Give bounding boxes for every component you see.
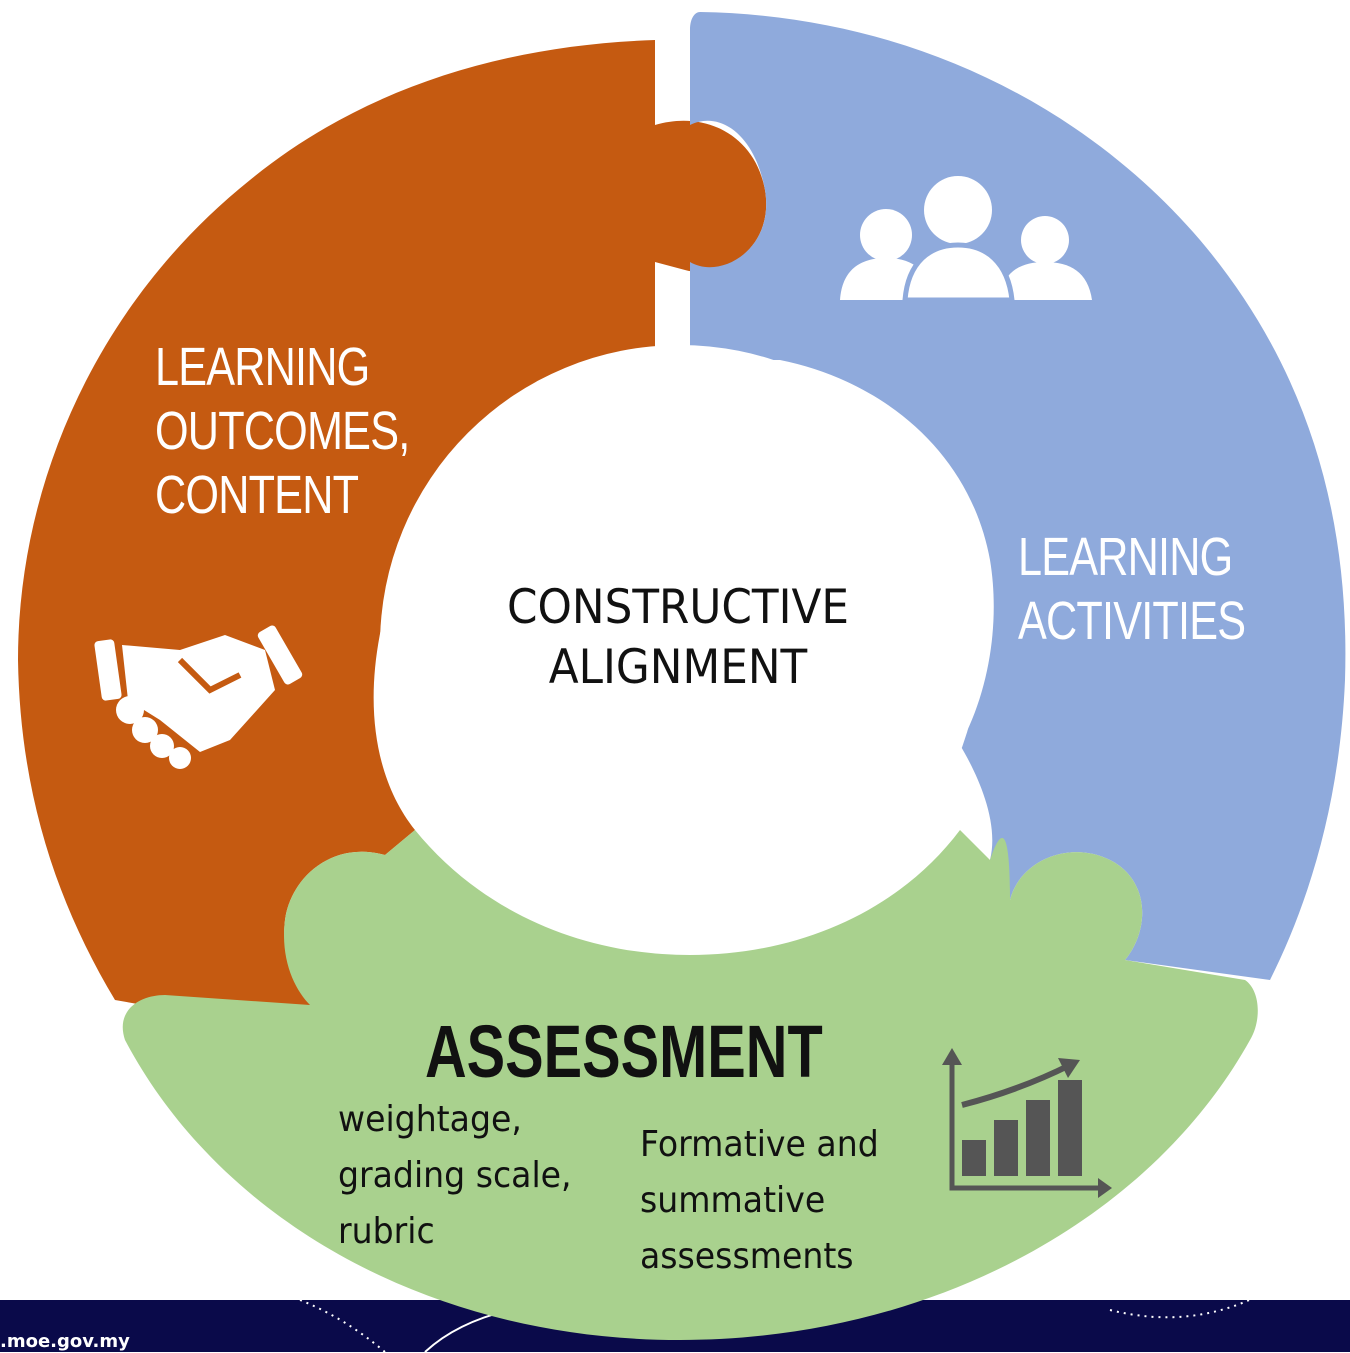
assessment-detail-line: Formative and — [640, 1124, 879, 1165]
assessment-detail-line: rubric — [338, 1211, 435, 1252]
assessment-detail-line: assessments — [640, 1236, 854, 1277]
assessment-segment — [122, 830, 1258, 1340]
footer-url[interactable]: .moe.gov.my — [0, 1331, 130, 1352]
learning-activities-label: LEARNING ACTIVITIES — [1018, 525, 1246, 653]
learning-activities-segment — [690, 12, 1346, 980]
learning-outcomes-line: LEARNING — [155, 337, 370, 397]
center-line: CONSTRUCTIVE — [506, 580, 850, 635]
learning-outcomes-line: CONTENT — [155, 465, 359, 525]
assessment-detail-line: weightage, — [338, 1099, 522, 1140]
center-circle — [380, 345, 980, 945]
footer-decoration-dots — [1109, 1294, 1261, 1319]
assessment-detail-line: summative — [640, 1180, 826, 1221]
assessment-details-left: weightage, grading scale, rubric — [338, 1092, 572, 1260]
center-line: ALIGNMENT — [548, 640, 808, 695]
handshake-icon — [94, 625, 303, 769]
footer-decoration — [299, 1299, 386, 1352]
center-label: CONSTRUCTIVE ALIGNMENT — [436, 578, 920, 698]
people-icon — [840, 176, 1092, 303]
learning-outcomes-line: OUTCOMES, — [155, 401, 410, 461]
learning-outcomes-segment — [18, 40, 767, 1030]
assessment-title: ASSESSMENT — [425, 1010, 823, 1093]
learning-activities-line: ACTIVITIES — [1018, 591, 1246, 651]
assessment-details-right: Formative and summative assessments — [640, 1117, 879, 1285]
assessment-detail-line: grading scale, — [338, 1155, 572, 1196]
learning-activities-line: LEARNING — [1018, 527, 1233, 587]
bar-chart-icon — [942, 1048, 1112, 1198]
learning-outcomes-label: LEARNING OUTCOMES, CONTENT — [155, 335, 410, 527]
